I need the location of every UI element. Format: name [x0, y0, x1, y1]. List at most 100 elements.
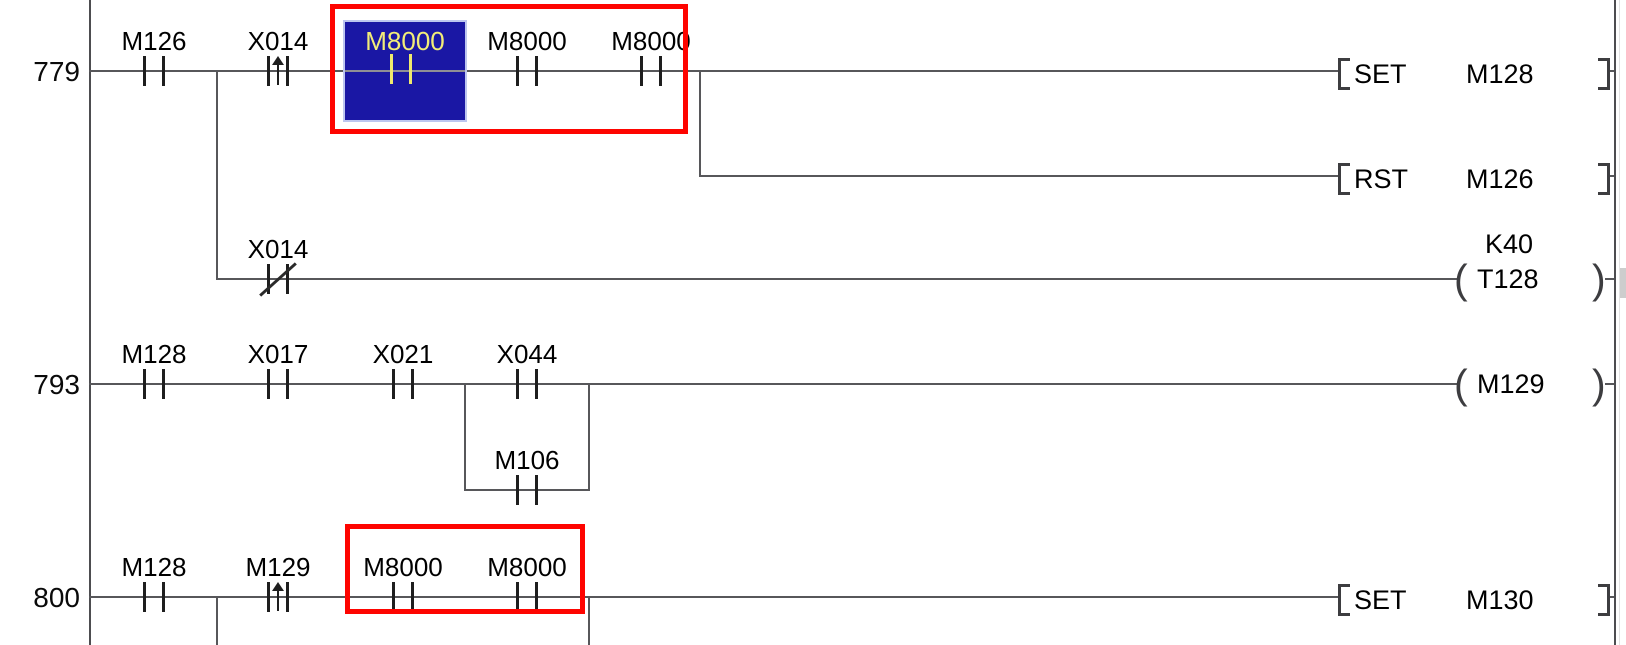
- device-label: X017: [247, 339, 309, 369]
- contact-x014-rising[interactable]: X014: [233, 28, 323, 88]
- wire-branch-800-down: [216, 597, 218, 645]
- contact-bar: [659, 56, 662, 86]
- contact-m129-rising[interactable]: M129: [233, 554, 323, 614]
- contact-m8000-3[interactable]: M8000: [606, 28, 696, 88]
- operand-label: M128: [1466, 59, 1534, 89]
- coil-t128[interactable]: ( T128 ): [1454, 257, 1616, 301]
- coil-m129[interactable]: ( M129 ): [1454, 362, 1616, 406]
- wire-tick: [1605, 383, 1614, 385]
- contact-m106[interactable]: M106: [482, 447, 572, 507]
- wire-tick: [1607, 596, 1614, 598]
- normally-closed-slash-icon: [259, 262, 297, 297]
- left-bracket-icon: [1338, 58, 1350, 90]
- right-power-rail: [1614, 0, 1616, 645]
- device-label: X014: [247, 234, 309, 264]
- contact-x044[interactable]: X044: [482, 341, 572, 401]
- contact-bar: [162, 582, 165, 612]
- wire-rung-800: [89, 596, 1340, 598]
- instruction-rst-m126[interactable]: RST M126: [1338, 163, 1614, 195]
- selected-contact-m8000[interactable]: M8000: [343, 20, 467, 122]
- contact-m8000-800-2[interactable]: M8000: [482, 554, 572, 614]
- device-label: X021: [372, 339, 434, 369]
- contact-bar: [411, 369, 414, 399]
- device-label: M128: [121, 339, 187, 369]
- device-label: M106: [494, 445, 560, 475]
- contact-bar: [286, 264, 289, 294]
- coil-close-paren-icon: ): [1592, 256, 1606, 302]
- device-label: M126: [121, 26, 187, 56]
- wire-through-selection: [345, 70, 465, 72]
- right-bracket-icon: [1598, 163, 1610, 195]
- contact-bar: [392, 369, 395, 399]
- contact-m128-793[interactable]: M128: [109, 341, 199, 401]
- wire-tick: [1607, 70, 1614, 72]
- scrollbar-thumb[interactable]: [1620, 268, 1626, 298]
- left-bracket-icon: [1338, 163, 1350, 195]
- rung-number-793[interactable]: 793: [33, 369, 80, 400]
- contact-x021[interactable]: X021: [358, 341, 448, 401]
- device-label: X014: [247, 26, 309, 56]
- wire-branch-rst-down: [699, 71, 701, 177]
- contact-bar: [143, 582, 146, 612]
- contact-bar: [390, 54, 393, 84]
- operand-label: M130: [1466, 585, 1534, 615]
- contact-m8000-800-1[interactable]: M8000: [358, 554, 448, 614]
- contact-x014-nc[interactable]: X014: [233, 236, 323, 297]
- instruction-set-m128[interactable]: SET M128: [1338, 58, 1614, 90]
- contact-bar: [267, 56, 270, 86]
- device-label: M8000: [611, 26, 691, 56]
- contact-bar: [286, 369, 289, 399]
- left-power-rail: [89, 0, 91, 645]
- contact-bar: [267, 264, 270, 294]
- coil-open-paren-icon: (: [1454, 256, 1468, 302]
- device-label: X044: [496, 339, 558, 369]
- device-label: T128: [1477, 264, 1539, 294]
- wire-rst-branch: [699, 175, 1340, 177]
- rung-number-779[interactable]: 779: [33, 56, 80, 87]
- wire-parallel-left: [464, 384, 466, 491]
- annotation-box-rung779-m8000s: [330, 4, 688, 134]
- contact-bar: [143, 56, 146, 86]
- contact-bar: [516, 582, 519, 612]
- timer-preset-label: K40: [1484, 229, 1534, 259]
- coil-open-paren-icon: (: [1454, 361, 1468, 407]
- wire-rung-793: [89, 383, 1458, 385]
- wire-timer-branch: [216, 278, 1458, 280]
- instruction-label: SET: [1354, 59, 1407, 89]
- instruction-set-m130[interactable]: SET M130: [1338, 584, 1614, 616]
- contact-m128-800[interactable]: M128: [109, 554, 199, 614]
- contact-bar: [516, 369, 519, 399]
- rising-edge-arrowhead-icon: [272, 56, 284, 65]
- rung-number-800[interactable]: 800: [33, 582, 80, 613]
- device-label: M128: [121, 552, 187, 582]
- device-label: M8000: [365, 26, 445, 56]
- annotation-box-rung800-m8000s: [345, 524, 585, 614]
- wire-tick: [1605, 278, 1614, 280]
- right-bracket-icon: [1598, 58, 1610, 90]
- wire-parallel-m106: [464, 489, 590, 491]
- wire-tick: [1607, 175, 1614, 177]
- wire-parallel-right: [588, 384, 590, 491]
- contact-x017[interactable]: X017: [233, 341, 323, 401]
- right-bracket-icon: [1598, 584, 1610, 616]
- contact-bar: [411, 582, 414, 612]
- contact-bar: [267, 369, 270, 399]
- instruction-label: RST: [1354, 164, 1408, 194]
- rising-edge-arrowhead-icon: [272, 582, 284, 591]
- wire-rung-779: [89, 70, 1340, 72]
- contact-bar: [516, 475, 519, 505]
- contact-bar: [516, 56, 519, 86]
- device-label: M8000: [487, 552, 567, 582]
- pane-edge: [1619, 0, 1620, 645]
- wire-branch-800-right-down: [588, 597, 590, 645]
- contact-bar: [286, 582, 289, 612]
- contact-bar: [267, 582, 270, 612]
- contact-m8000-2[interactable]: M8000: [482, 28, 572, 88]
- contact-m126[interactable]: M126: [109, 28, 199, 88]
- contact-bar: [535, 369, 538, 399]
- contact-bar: [162, 56, 165, 86]
- device-label: M129: [245, 552, 311, 582]
- coil-close-paren-icon: ): [1592, 361, 1606, 407]
- contact-bar: [143, 369, 146, 399]
- contact-bar: [162, 369, 165, 399]
